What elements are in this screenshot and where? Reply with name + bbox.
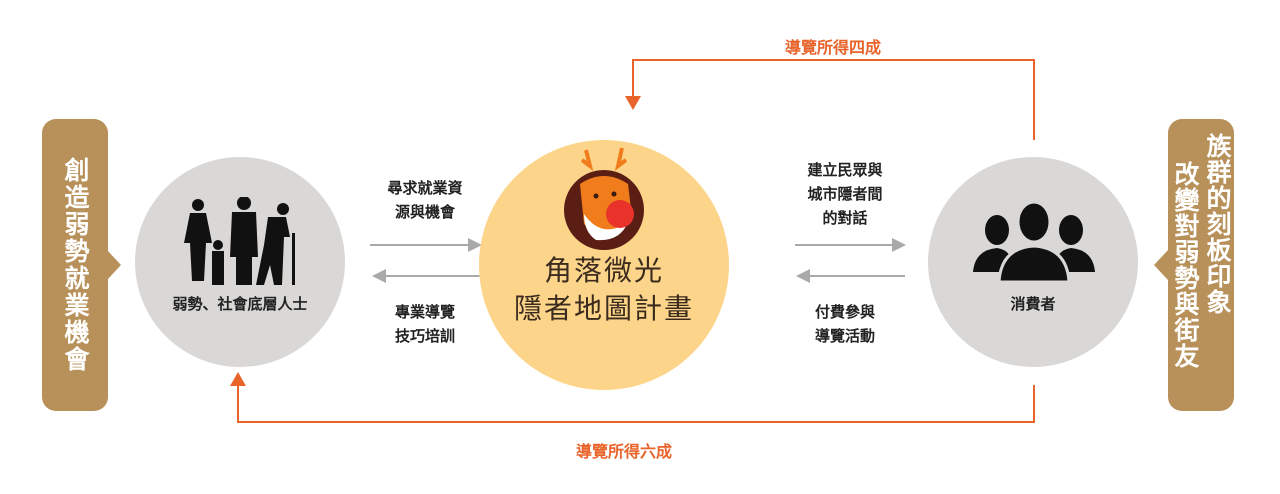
- deer-logo-icon: [564, 147, 644, 250]
- arrow-left-right-pair: [796, 269, 810, 283]
- flow-text: 城市隱者間: [807, 185, 883, 203]
- flow-text: 尋求就業資: [387, 179, 463, 197]
- left-node-label: 弱勢、社會底層人士: [172, 295, 308, 313]
- flow-text: 源與機會: [394, 203, 455, 221]
- top-loop-label: 導覽所得四成: [785, 38, 882, 57]
- left-node: 弱勢、社會底層人士: [135, 157, 345, 367]
- flow-right-to-center: 付費參與 導覽活動: [775, 300, 915, 348]
- flow-text: 的對話: [822, 209, 868, 227]
- top-loop-line: [632, 59, 1035, 140]
- left-banner-text: 創造弱勢就業機會: [61, 157, 90, 373]
- left-banner-pointer: [107, 250, 121, 280]
- flow-text: 付費參與: [814, 303, 875, 321]
- center-title-line2: 隱者地圖計畫: [513, 292, 694, 325]
- flow-text: 建立民眾與: [807, 161, 883, 179]
- center-node: 角落微光 隱者地圖計畫: [479, 140, 729, 390]
- arrow-right-left-pair: [468, 238, 482, 252]
- right-banner-pointer: [1154, 250, 1168, 280]
- arrow-right-right-pair: [892, 238, 906, 252]
- people-silhouette-icon: [184, 197, 295, 285]
- flow-text: 技巧培訓: [394, 327, 455, 345]
- right-banner: 改變對弱勢與街友 族群的刻板印象: [1168, 119, 1234, 411]
- right-node: 消費者: [928, 157, 1138, 367]
- flow-center-to-left: 專業導覽 技巧培訓: [355, 300, 495, 348]
- top-loop-arrowhead: [625, 96, 641, 110]
- bottom-loop-line: [237, 384, 1035, 423]
- flow-left-to-center: 尋求就業資 源與機會: [355, 176, 495, 224]
- right-node-label: 消費者: [1010, 295, 1056, 313]
- left-banner: 創造弱勢就業機會: [42, 119, 108, 411]
- arrow-left-left-pair: [372, 269, 386, 283]
- flow-text: 專業導覽: [394, 303, 455, 321]
- group-users-icon: [973, 202, 1095, 282]
- flow-center-to-right: 建立民眾與 城市隱者間 的對話: [775, 158, 915, 230]
- right-banner-col1: 改變對弱勢與街友: [1171, 161, 1200, 369]
- center-title-line1: 角落微光: [543, 254, 664, 287]
- right-banner-col2: 族群的刻板印象: [1203, 133, 1232, 315]
- bottom-loop-arrowhead: [230, 372, 246, 386]
- flow-text: 導覽活動: [814, 327, 875, 345]
- bottom-loop-label: 導覽所得六成: [576, 442, 673, 461]
